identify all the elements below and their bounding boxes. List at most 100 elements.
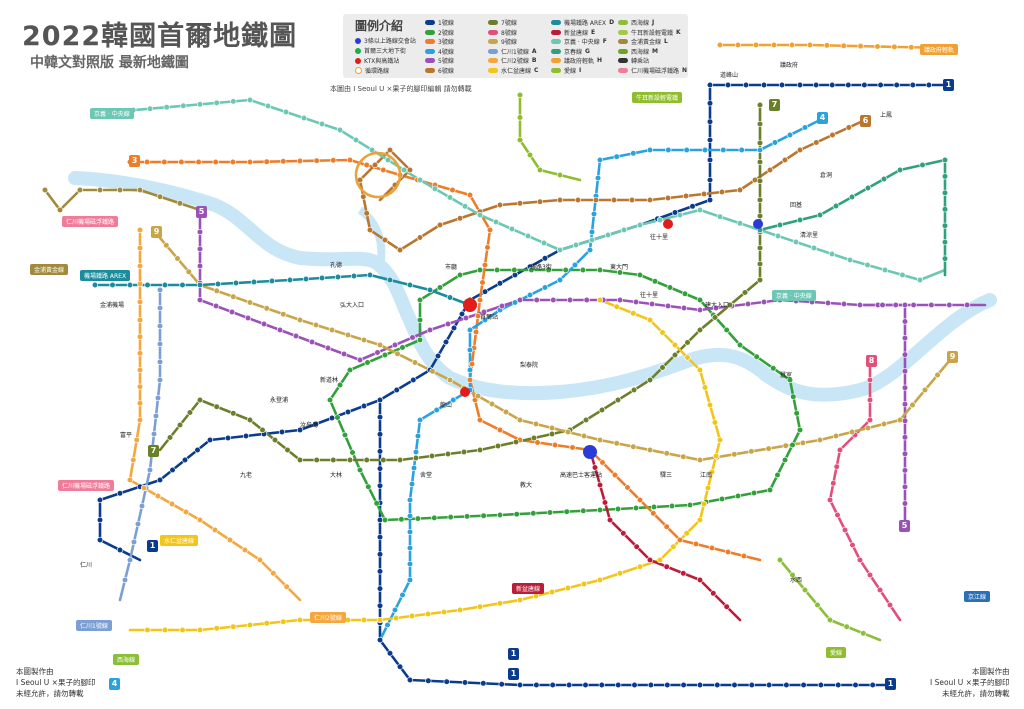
station-marker[interactable] bbox=[144, 281, 151, 289]
station-marker[interactable] bbox=[436, 284, 444, 291]
station-marker[interactable] bbox=[789, 441, 796, 449]
station-marker[interactable] bbox=[706, 81, 714, 89]
station-marker[interactable] bbox=[633, 543, 640, 550]
station-marker[interactable] bbox=[774, 471, 781, 479]
station-marker[interactable] bbox=[259, 426, 266, 434]
station-marker[interactable] bbox=[832, 432, 840, 440]
station-marker[interactable] bbox=[494, 442, 502, 450]
line-number-badge[interactable]: 1 bbox=[508, 648, 519, 660]
station-marker[interactable] bbox=[800, 681, 807, 689]
station-marker[interactable] bbox=[516, 681, 524, 689]
station-marker[interactable] bbox=[738, 146, 745, 154]
station-marker[interactable] bbox=[615, 681, 622, 689]
station-marker[interactable] bbox=[548, 430, 556, 438]
station-label[interactable]: 弘大入口 bbox=[340, 302, 365, 309]
station-marker[interactable] bbox=[230, 410, 237, 417]
station-marker[interactable] bbox=[156, 322, 164, 330]
station-marker[interactable] bbox=[213, 287, 220, 294]
station-marker[interactable] bbox=[736, 186, 744, 194]
station-marker[interactable] bbox=[376, 551, 384, 558]
station-marker[interactable] bbox=[664, 302, 672, 310]
station-marker[interactable] bbox=[594, 174, 602, 182]
station-marker[interactable] bbox=[352, 136, 360, 144]
station-marker[interactable] bbox=[136, 416, 144, 424]
station-marker[interactable] bbox=[334, 414, 341, 421]
station-label[interactable]: 富平 bbox=[120, 432, 133, 439]
station-marker[interactable] bbox=[511, 266, 518, 274]
station-marker[interactable] bbox=[909, 401, 916, 409]
station-marker[interactable] bbox=[376, 585, 384, 592]
station-marker[interactable] bbox=[376, 448, 384, 455]
station-marker[interactable] bbox=[756, 212, 764, 220]
station-marker[interactable] bbox=[650, 503, 658, 511]
station-marker[interactable] bbox=[146, 466, 154, 474]
station-marker[interactable] bbox=[526, 151, 534, 159]
station-marker[interactable] bbox=[480, 308, 488, 316]
station-marker[interactable] bbox=[892, 301, 899, 309]
station-marker[interactable] bbox=[613, 303, 620, 310]
station-marker[interactable] bbox=[752, 41, 760, 49]
station-marker[interactable] bbox=[611, 471, 619, 479]
station-marker[interactable] bbox=[810, 244, 818, 252]
station-marker[interactable] bbox=[440, 608, 448, 616]
station-marker[interactable] bbox=[632, 298, 640, 306]
station-marker[interactable] bbox=[356, 466, 364, 474]
station-label[interactable]: 往十里 bbox=[650, 234, 669, 241]
station-marker[interactable] bbox=[880, 175, 888, 183]
station-marker[interactable] bbox=[562, 266, 569, 274]
station-marker[interactable] bbox=[706, 401, 714, 409]
station-marker[interactable] bbox=[832, 202, 840, 210]
station-marker[interactable] bbox=[647, 681, 655, 689]
station-marker[interactable] bbox=[182, 508, 190, 516]
station-marker[interactable] bbox=[406, 512, 414, 520]
station-marker[interactable] bbox=[901, 318, 909, 325]
interchange-hub-icon[interactable] bbox=[753, 219, 763, 229]
station-marker[interactable] bbox=[671, 341, 679, 349]
station-marker[interactable] bbox=[436, 221, 444, 229]
station-marker[interactable] bbox=[563, 508, 570, 515]
station-marker[interactable] bbox=[829, 131, 836, 139]
station-marker[interactable] bbox=[596, 156, 604, 164]
station-marker[interactable] bbox=[179, 281, 186, 289]
station-marker[interactable] bbox=[663, 563, 670, 570]
station-marker[interactable] bbox=[381, 351, 389, 359]
station-marker[interactable] bbox=[328, 414, 336, 422]
station-marker[interactable] bbox=[163, 104, 170, 111]
station-label[interactable]: 東大門 bbox=[610, 264, 629, 271]
station-marker[interactable] bbox=[256, 556, 264, 564]
station-marker[interactable] bbox=[716, 436, 724, 444]
station-marker[interactable] bbox=[156, 376, 164, 384]
station-marker[interactable] bbox=[96, 536, 104, 544]
station-marker[interactable] bbox=[941, 206, 949, 213]
station-marker[interactable] bbox=[410, 376, 417, 384]
station-marker[interactable] bbox=[646, 146, 654, 154]
station-marker[interactable] bbox=[212, 158, 219, 166]
station-marker[interactable] bbox=[185, 268, 192, 275]
station-marker[interactable] bbox=[96, 516, 104, 524]
station-marker[interactable] bbox=[476, 266, 484, 274]
station-marker[interactable] bbox=[566, 296, 574, 304]
station-marker[interactable] bbox=[161, 158, 168, 166]
station-label[interactable]: 上鳳 bbox=[880, 112, 893, 119]
station-marker[interactable] bbox=[899, 271, 906, 279]
station-marker[interactable] bbox=[96, 186, 104, 194]
station-marker[interactable] bbox=[196, 396, 204, 404]
station-marker[interactable] bbox=[116, 186, 124, 194]
station-marker[interactable] bbox=[598, 406, 606, 414]
station-marker[interactable] bbox=[731, 451, 738, 458]
station-marker[interactable] bbox=[569, 444, 576, 451]
station-marker[interactable] bbox=[680, 304, 688, 312]
line-number-badge[interactable]: 4 bbox=[109, 678, 120, 690]
station-marker[interactable] bbox=[429, 368, 436, 375]
station-marker[interactable] bbox=[416, 296, 424, 304]
station-marker[interactable] bbox=[740, 552, 748, 560]
station-marker[interactable] bbox=[756, 158, 764, 166]
station-marker[interactable] bbox=[656, 216, 664, 224]
station-marker[interactable] bbox=[908, 44, 915, 51]
station-marker[interactable] bbox=[376, 414, 384, 421]
station-marker[interactable] bbox=[588, 236, 596, 244]
station-marker[interactable] bbox=[406, 560, 414, 568]
station-marker[interactable] bbox=[460, 448, 468, 456]
line-tag[interactable]: 機場鐵路 AREX bbox=[80, 270, 131, 281]
station-marker[interactable] bbox=[550, 296, 557, 304]
